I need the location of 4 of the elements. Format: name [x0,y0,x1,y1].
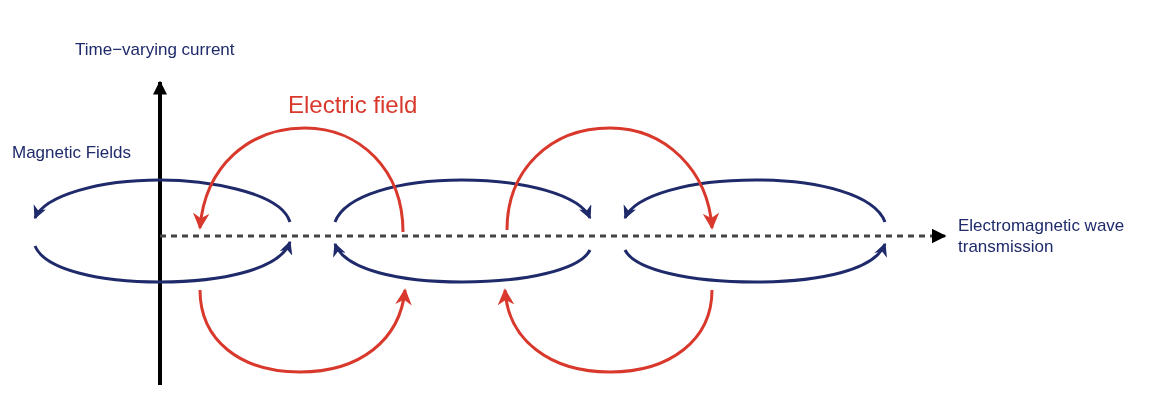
field-label: Electric field [288,90,418,120]
axis-label: Time−varying current [75,39,235,61]
axis-label: Electromagnetic wave transmission [958,215,1126,258]
field-label: Magnetic Fields [12,142,132,164]
